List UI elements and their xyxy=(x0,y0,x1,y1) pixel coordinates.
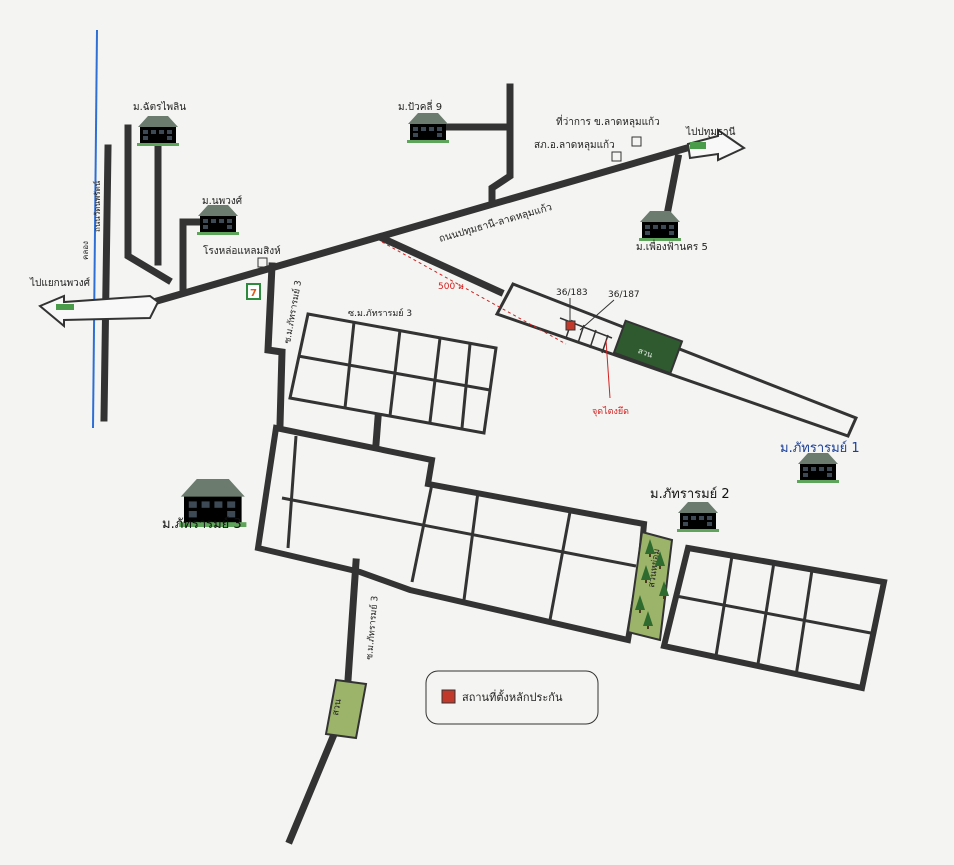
label-main-road: ถนนปทุมธานี-ลาดหลุมแก้ว xyxy=(438,201,554,245)
park-bottom-label: สวน xyxy=(331,698,344,716)
block-middle xyxy=(254,424,648,644)
arrow-right xyxy=(686,128,747,162)
label-soi-top: ซ.ม.ภัทรารมย์ 3 xyxy=(348,307,412,319)
arrow-left xyxy=(38,294,160,329)
legend-marker-icon xyxy=(441,689,456,704)
label-police: สภ.อ.ลาดหลุมแก้ว xyxy=(534,139,615,151)
block-middle-grid xyxy=(281,435,637,621)
label-phonglert: ม.เพื่องฟ้านคร 5 xyxy=(636,239,708,253)
svg-text:7: 7 xyxy=(250,288,257,299)
road-phonglert xyxy=(661,153,683,225)
addr2-pointer xyxy=(579,299,615,331)
block-right-grid xyxy=(675,555,877,677)
park-block xyxy=(612,319,684,375)
label-soi-bottom: ซ.ม.ภัทรารมย์ 3 xyxy=(363,595,381,660)
spur-road xyxy=(377,233,505,297)
road-wat-noppharat xyxy=(100,144,112,422)
label-puangkhwan: ม.ปัวคลี่ 9 xyxy=(398,99,442,113)
label-addr1: 36/183 xyxy=(556,288,588,298)
label-soi-side: ซ.ม.ภัทรารมย์ 3 xyxy=(281,279,304,344)
distance-line xyxy=(381,241,567,345)
road-napawong xyxy=(179,218,204,294)
road-connector xyxy=(372,414,382,448)
convenience-store-icon: 7 xyxy=(246,283,261,300)
main-road xyxy=(145,141,699,308)
block-right xyxy=(660,544,888,692)
factory-marker xyxy=(257,257,268,268)
soi-west xyxy=(264,262,286,429)
house-napawong-icon xyxy=(197,205,239,235)
label-pattara2: ม.ภัทรารมย์ 2 xyxy=(650,486,730,502)
block-top-grid xyxy=(297,321,491,429)
canal-line xyxy=(92,29,98,429)
label-to-left: ไปแยกนพวงศ์ xyxy=(29,277,91,289)
label-road-left: ถนนวัดนพรัตน์ xyxy=(92,180,102,232)
road-puangkhwan xyxy=(433,83,514,204)
label-chatchai: ม.ฉัตรไพลิน xyxy=(133,101,186,113)
police-marker xyxy=(611,151,622,162)
long-block xyxy=(494,282,859,438)
legend: สถานที่ตั้งหลักประกัน xyxy=(425,670,599,725)
house-chatchai-icon xyxy=(137,116,179,146)
point-pointer xyxy=(605,339,611,399)
park-bottom xyxy=(324,678,368,740)
label-office: ที่ว่าการ ข.ลาดหลุมแก้ว xyxy=(556,114,660,128)
legend-text: สถานที่ตั้งหลักประกัน xyxy=(462,689,563,704)
block-top xyxy=(288,312,498,435)
label-canal: คลอง xyxy=(81,241,90,260)
label-napawong: ม.นพวงศ์ xyxy=(202,195,243,207)
house-puangkhwan-icon xyxy=(407,113,449,143)
label-pattara1: ม.ภัทรารมย์ 1 xyxy=(780,440,860,456)
label-point: จุดไตงยึด xyxy=(592,406,629,417)
road-chatchai-1 xyxy=(124,124,173,285)
house-pattara2-icon xyxy=(677,502,719,532)
label-distance: 500 ม xyxy=(438,282,464,292)
label-factory: โรงหล่อแหลมสิงห์ xyxy=(203,244,281,257)
soi-south xyxy=(285,558,360,845)
house-pattara1-icon xyxy=(797,453,839,483)
label-pattara3: ม.ภัทรารมย์ 3 xyxy=(162,516,242,532)
label-addr2: 36/187 xyxy=(608,290,640,300)
house-phonglert-icon xyxy=(639,211,681,241)
collateral-marker xyxy=(565,320,576,331)
label-to-pathum: ไปปทุมธานี xyxy=(685,126,736,138)
office-marker xyxy=(631,136,642,147)
